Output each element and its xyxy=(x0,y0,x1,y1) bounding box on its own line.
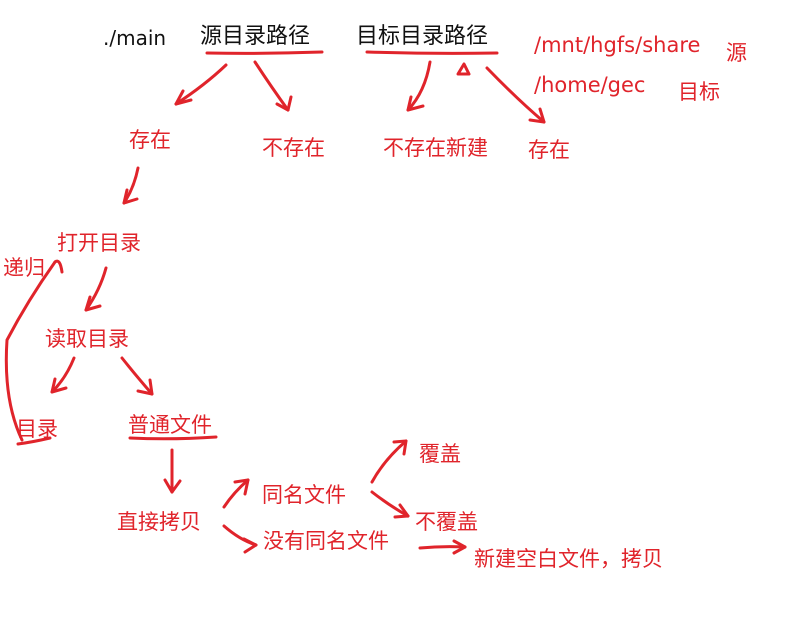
arrowhead xyxy=(233,478,250,496)
arrow-source-to-exists xyxy=(174,63,228,106)
target-arg-label: 目标目录路径 xyxy=(356,24,489,49)
target-path-example: /home/gec xyxy=(534,73,646,97)
arrowhead xyxy=(392,439,408,456)
arrowhead xyxy=(84,295,102,312)
arrowhead xyxy=(275,95,293,112)
triangle-mark xyxy=(456,62,471,76)
arrowhead xyxy=(528,107,546,124)
new-blank-file-node: 新建空白文件，拷贝 xyxy=(474,547,663,571)
no-overwrite-node: 不覆盖 xyxy=(415,510,478,534)
underline-directory xyxy=(16,436,52,446)
arrowhead xyxy=(163,478,182,494)
arrow-target-to-not-exists xyxy=(406,60,432,112)
arrowhead xyxy=(242,537,258,554)
no-same-name-file-node: 没有同名文件 xyxy=(263,529,389,553)
source-exists-node: 存在 xyxy=(129,128,171,152)
directory-node: 目录 xyxy=(16,417,58,441)
arrow-read-to-regular-file xyxy=(120,356,154,396)
underline-regular-file xyxy=(128,435,218,441)
source-path-tag: 源 xyxy=(726,41,747,65)
arrowhead xyxy=(50,377,68,394)
arrowhead xyxy=(136,378,154,396)
regular-file-node: 普通文件 xyxy=(128,413,212,437)
arrowhead xyxy=(174,89,193,106)
source-path-example: /mnt/hgfs/share xyxy=(534,33,701,57)
same-name-file-node: 同名文件 xyxy=(262,483,346,507)
source-arg-label: 源目录路径 xyxy=(200,24,311,49)
arrow-no-same-to-new-file xyxy=(418,545,467,550)
arrow-copy-to-same-name xyxy=(222,478,250,509)
arrow-source-to-not-exists xyxy=(253,60,290,112)
underline-source-arg xyxy=(205,50,324,55)
overwrite-node: 覆盖 xyxy=(419,442,461,466)
arrowhead xyxy=(406,95,425,112)
arrow-read-to-directory xyxy=(50,356,76,394)
direct-copy-node: 直接拷贝 xyxy=(117,510,201,534)
recursion-loop-line xyxy=(4,260,57,442)
target-exists-node: 存在 xyxy=(528,138,570,162)
underline-target-arg xyxy=(365,50,499,55)
read-dir-node: 读取目录 xyxy=(45,327,129,351)
arrowhead xyxy=(393,503,410,519)
arrow-same-to-overwrite xyxy=(370,439,408,484)
source-not-exists-node: 不存在 xyxy=(262,136,325,160)
arrowhead xyxy=(53,259,64,274)
recursion-label: 递归 xyxy=(3,256,45,280)
open-dir-node: 打开目录 xyxy=(57,231,141,255)
target-not-exists-node: 不存在新建 xyxy=(383,136,488,160)
program-name: ./main xyxy=(103,26,167,50)
arrow-same-to-no-overwrite xyxy=(370,490,410,518)
target-path-tag: 目标 xyxy=(678,80,720,104)
arrowhead xyxy=(122,188,139,205)
arrow-target-to-exists xyxy=(485,66,546,124)
arrowhead xyxy=(452,539,467,555)
